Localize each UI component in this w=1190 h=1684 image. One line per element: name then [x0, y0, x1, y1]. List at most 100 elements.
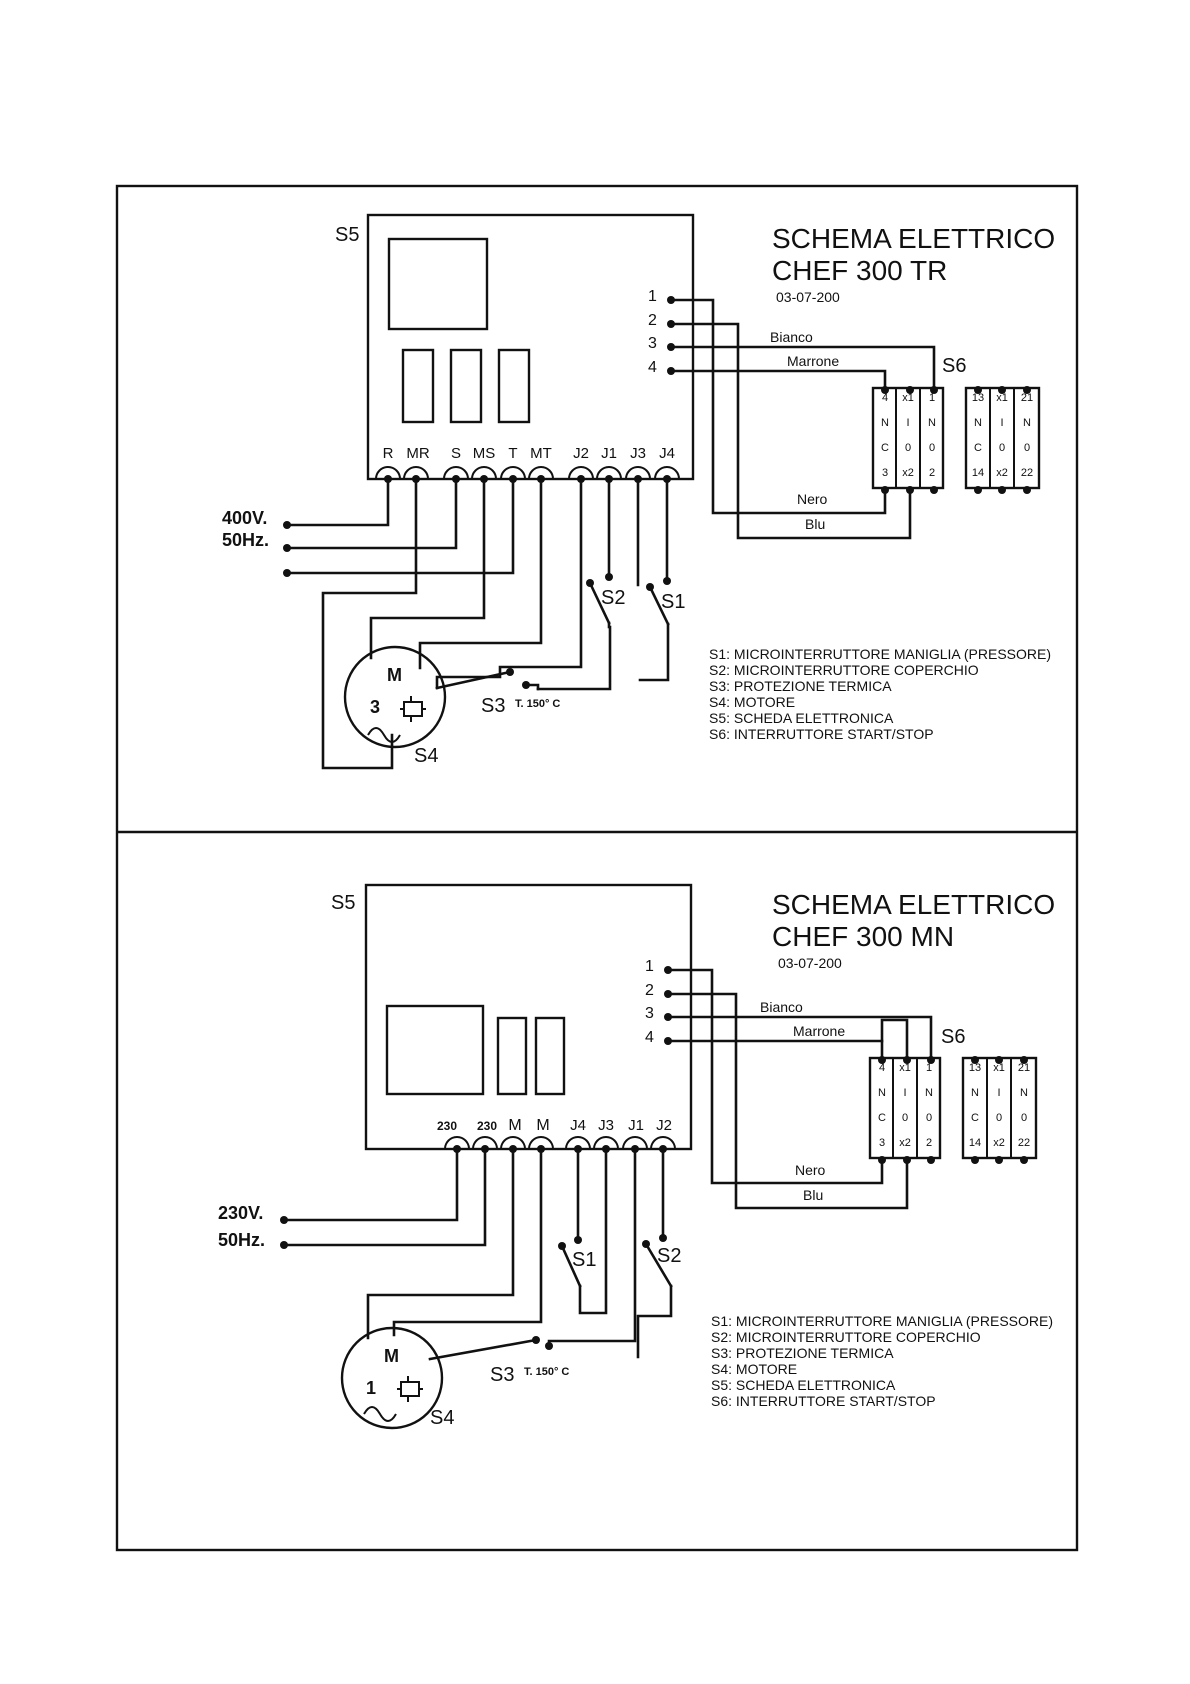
- legend-item: S1: MICROINTERRUTTORE MANIGLIA (PRESSORE…: [709, 646, 1051, 662]
- top-wire: [536, 625, 612, 691]
- bottom-wire: [366, 1147, 515, 1340]
- top-board-label: S5: [335, 224, 359, 246]
- top-motor-label: S4: [414, 745, 438, 767]
- top-wire: [285, 477, 515, 575]
- svg-text:x1: x1: [899, 1062, 911, 1074]
- terminal-label: 230: [477, 1119, 497, 1133]
- top-motor-letter: M: [387, 665, 402, 685]
- svg-text:I: I: [906, 417, 909, 429]
- top-bottom-terminals: R MR S MS T MT J2 J1 J3 J4: [375, 445, 680, 483]
- bottom-motor-phase: 1: [366, 1378, 376, 1398]
- bottom-s2-label: S2: [657, 1245, 681, 1267]
- bottom-wire-black: Nero: [795, 1162, 826, 1178]
- bottom-motor-letter: M: [384, 1346, 399, 1366]
- terminal-label: J1: [628, 1117, 644, 1134]
- terminal-label: 4: [648, 359, 657, 376]
- top-board-relay: [401, 348, 435, 424]
- legend-item: S2: MICROINTERRUTTORE COPERCHIO: [711, 1329, 981, 1345]
- bottom-board-relay: [496, 1016, 528, 1096]
- top-board: [366, 213, 695, 481]
- bottom-switch-block-right: 13 x1 21 N I N C 0 0 14 x2 22: [961, 1056, 1038, 1164]
- bottom-board-display: [385, 1004, 485, 1096]
- bottom-wire: [392, 1147, 543, 1337]
- bottom-switch-block-left: 4 x1 1 N I N C 0 0 3 x2 2: [868, 1056, 942, 1164]
- top-switch-block-right: 13 x1 21 N I N C 0 0 14 x2 22: [964, 386, 1041, 494]
- bottom-wire-white: Bianco: [760, 999, 803, 1015]
- terminal-label: M: [508, 1117, 521, 1134]
- terminal-label: 230: [437, 1119, 457, 1133]
- terminal-label: T: [508, 445, 517, 462]
- terminal-label: 1: [648, 288, 657, 305]
- svg-text:I: I: [1000, 417, 1003, 429]
- svg-text:N: N: [878, 1087, 886, 1099]
- top-motor: [343, 645, 447, 749]
- svg-text:N: N: [1023, 417, 1031, 429]
- bottom-board-label: S5: [331, 892, 355, 914]
- svg-text:4: 4: [879, 1062, 885, 1074]
- svg-text:22: 22: [1018, 1137, 1030, 1149]
- svg-text:14: 14: [972, 467, 984, 479]
- svg-text:C: C: [974, 442, 982, 454]
- top-title-line2: CHEF 300 TR: [772, 255, 947, 286]
- terminal-label: J3: [598, 1117, 614, 1134]
- bottom-thermal-temp: T. 150° C: [524, 1366, 569, 1378]
- terminal-label: J3: [630, 445, 646, 462]
- bottom-wire: [666, 1015, 933, 1062]
- svg-text:N: N: [971, 1087, 979, 1099]
- bottom-wire: [282, 1147, 487, 1247]
- top-wire: [638, 622, 670, 682]
- svg-text:x1: x1: [996, 392, 1008, 404]
- terminal-label: R: [383, 445, 394, 462]
- bottom-wire: [282, 1147, 459, 1222]
- svg-text:21: 21: [1021, 392, 1033, 404]
- svg-text:0: 0: [1024, 442, 1030, 454]
- terminal-label: J2: [656, 1117, 672, 1134]
- svg-text:x2: x2: [993, 1137, 1005, 1149]
- top-wire: [669, 298, 887, 515]
- terminal-label: 1: [645, 958, 654, 975]
- svg-text:2: 2: [926, 1137, 932, 1149]
- top-s2-label: S2: [601, 587, 625, 609]
- svg-text:N: N: [928, 417, 936, 429]
- bottom-board-relay: [534, 1016, 566, 1096]
- svg-text:0: 0: [929, 442, 935, 454]
- svg-text:N: N: [1020, 1087, 1028, 1099]
- terminal-label: J4: [570, 1117, 586, 1134]
- svg-text:22: 22: [1021, 467, 1033, 479]
- top-wire-blue: Blu: [805, 516, 825, 532]
- top-board-relay: [497, 348, 531, 424]
- svg-text:N: N: [974, 417, 982, 429]
- legend-item: S5: SCHEDA ELETTRONICA: [709, 710, 894, 726]
- terminal-label: 2: [648, 312, 657, 329]
- legend-item: S1: MICROINTERRUTTORE MANIGLIA (PRESSORE…: [711, 1313, 1053, 1329]
- bottom-board: [364, 883, 693, 1151]
- terminal-label: 2: [645, 982, 654, 999]
- svg-text:I: I: [903, 1087, 906, 1099]
- terminal-label: 3: [645, 1005, 654, 1022]
- bottom-section: SCHEMA ELETTRICO CHEF 300 MN 03-07-200 S…: [218, 883, 1055, 1430]
- legend-item: S6: INTERRUTTORE START/STOP: [709, 726, 934, 742]
- bottom-title-line1: SCHEMA ELETTRICO: [772, 889, 1055, 920]
- svg-text:x1: x1: [993, 1062, 1005, 1074]
- top-board-display: [387, 237, 489, 331]
- bottom-wire: [578, 1147, 608, 1315]
- top-section: SCHEMA ELETTRICO CHEF 300 TR 03-07-200 S…: [222, 213, 1055, 770]
- top-wire: [669, 322, 912, 540]
- top-switch-label: S6: [942, 355, 966, 377]
- top-wire-brown: Marrone: [787, 353, 839, 369]
- terminal-label: J2: [573, 445, 589, 462]
- top-supply-voltage: 400V.: [222, 508, 267, 528]
- svg-text:1: 1: [929, 392, 935, 404]
- bottom-wire-blue: Blu: [803, 1187, 823, 1203]
- top-wire: [285, 477, 458, 550]
- bottom-supply-freq: 50Hz.: [218, 1230, 265, 1250]
- terminal-label: MS: [473, 445, 496, 462]
- svg-text:N: N: [925, 1087, 933, 1099]
- bottom-legend: S1: MICROINTERRUTTORE MANIGLIA (PRESSORE…: [711, 1313, 1053, 1409]
- legend-item: S4: MOTORE: [709, 694, 795, 710]
- top-thermal-temp: T. 150° C: [515, 698, 560, 710]
- svg-text:3: 3: [882, 467, 888, 479]
- bottom-switch-label: S6: [941, 1026, 965, 1048]
- svg-text:0: 0: [905, 442, 911, 454]
